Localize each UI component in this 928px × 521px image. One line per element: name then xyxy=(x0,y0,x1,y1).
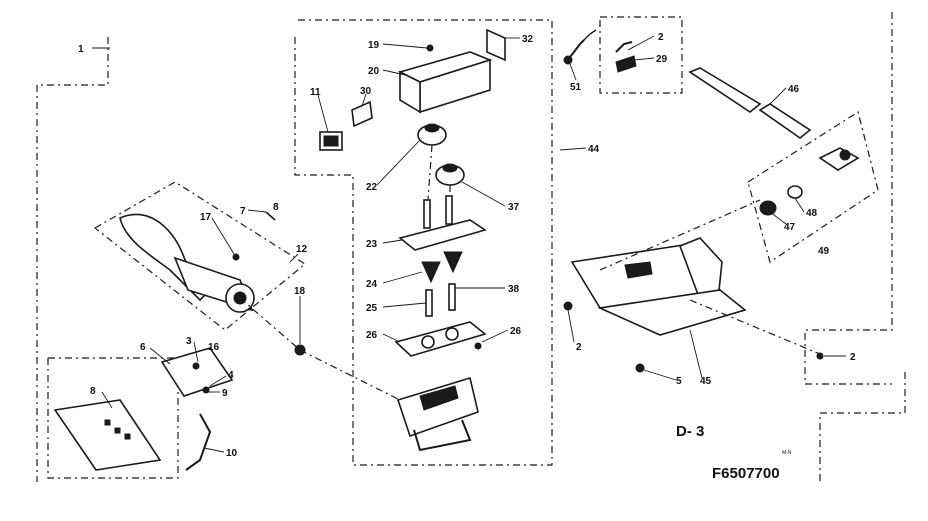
callout-37: 37 xyxy=(508,202,520,213)
part-number: F6507700 xyxy=(712,465,780,482)
callout-24: 24 xyxy=(366,279,378,290)
callout-9: 9 xyxy=(222,388,228,399)
callout-12: 12 xyxy=(296,244,308,255)
callout-labels: 1 19 32 20 30 11 22 37 44 23 24 25 38 26… xyxy=(78,32,856,459)
clip-parts xyxy=(563,29,637,73)
callout-46: 46 xyxy=(788,84,800,95)
callout-3: 3 xyxy=(186,336,192,347)
callout-leaders xyxy=(92,35,846,453)
callout-18: 18 xyxy=(294,286,306,297)
callout-48: 48 xyxy=(806,208,818,219)
callout-17: 17 xyxy=(200,212,212,223)
callout-32: 32 xyxy=(522,34,534,45)
callout-38: 38 xyxy=(508,284,520,295)
callout-22: 22 xyxy=(366,182,378,193)
callout-29: 29 xyxy=(656,54,668,65)
callout-23: 23 xyxy=(366,239,378,250)
callout-19: 19 xyxy=(368,40,380,51)
callout-45: 45 xyxy=(700,376,712,387)
callout-16: 16 xyxy=(208,342,220,353)
callout-2-top: 2 xyxy=(658,32,664,43)
callout-4: 4 xyxy=(228,370,234,381)
callout-26-right: 26 xyxy=(510,326,522,337)
relay-bracket-assembly xyxy=(319,28,506,151)
callout-11: 11 xyxy=(310,87,321,98)
callout-30: 30 xyxy=(360,86,372,97)
callout-26-left: 26 xyxy=(366,330,378,341)
callout-2-right: 2 xyxy=(850,352,856,363)
right-bracket-assembly xyxy=(563,67,879,373)
sheet-label: D- 3 xyxy=(676,423,704,440)
switch-stack-assembly xyxy=(394,123,487,452)
lower-left-assembly xyxy=(53,347,234,471)
assembly-dashes xyxy=(239,144,821,401)
callout-2-middle: 2 xyxy=(576,342,582,353)
callout-5: 5 xyxy=(676,376,682,387)
callout-8-top: 8 xyxy=(273,202,279,213)
callout-49: 49 xyxy=(818,246,830,257)
callout-1: 1 xyxy=(78,44,84,55)
callout-47: 47 xyxy=(784,222,796,233)
lamp-holder-assembly xyxy=(93,181,307,356)
callout-25: 25 xyxy=(366,303,378,314)
callout-44: 44 xyxy=(588,144,600,155)
callout-10: 10 xyxy=(226,448,238,459)
callout-7: 7 xyxy=(240,206,246,217)
callout-8-bottom: 8 xyxy=(90,386,96,397)
boundary-lines xyxy=(36,12,906,484)
callout-20: 20 xyxy=(368,66,380,77)
small-code: M-N xyxy=(782,450,792,456)
callout-51: 51 xyxy=(570,82,582,93)
callout-6: 6 xyxy=(140,342,146,353)
